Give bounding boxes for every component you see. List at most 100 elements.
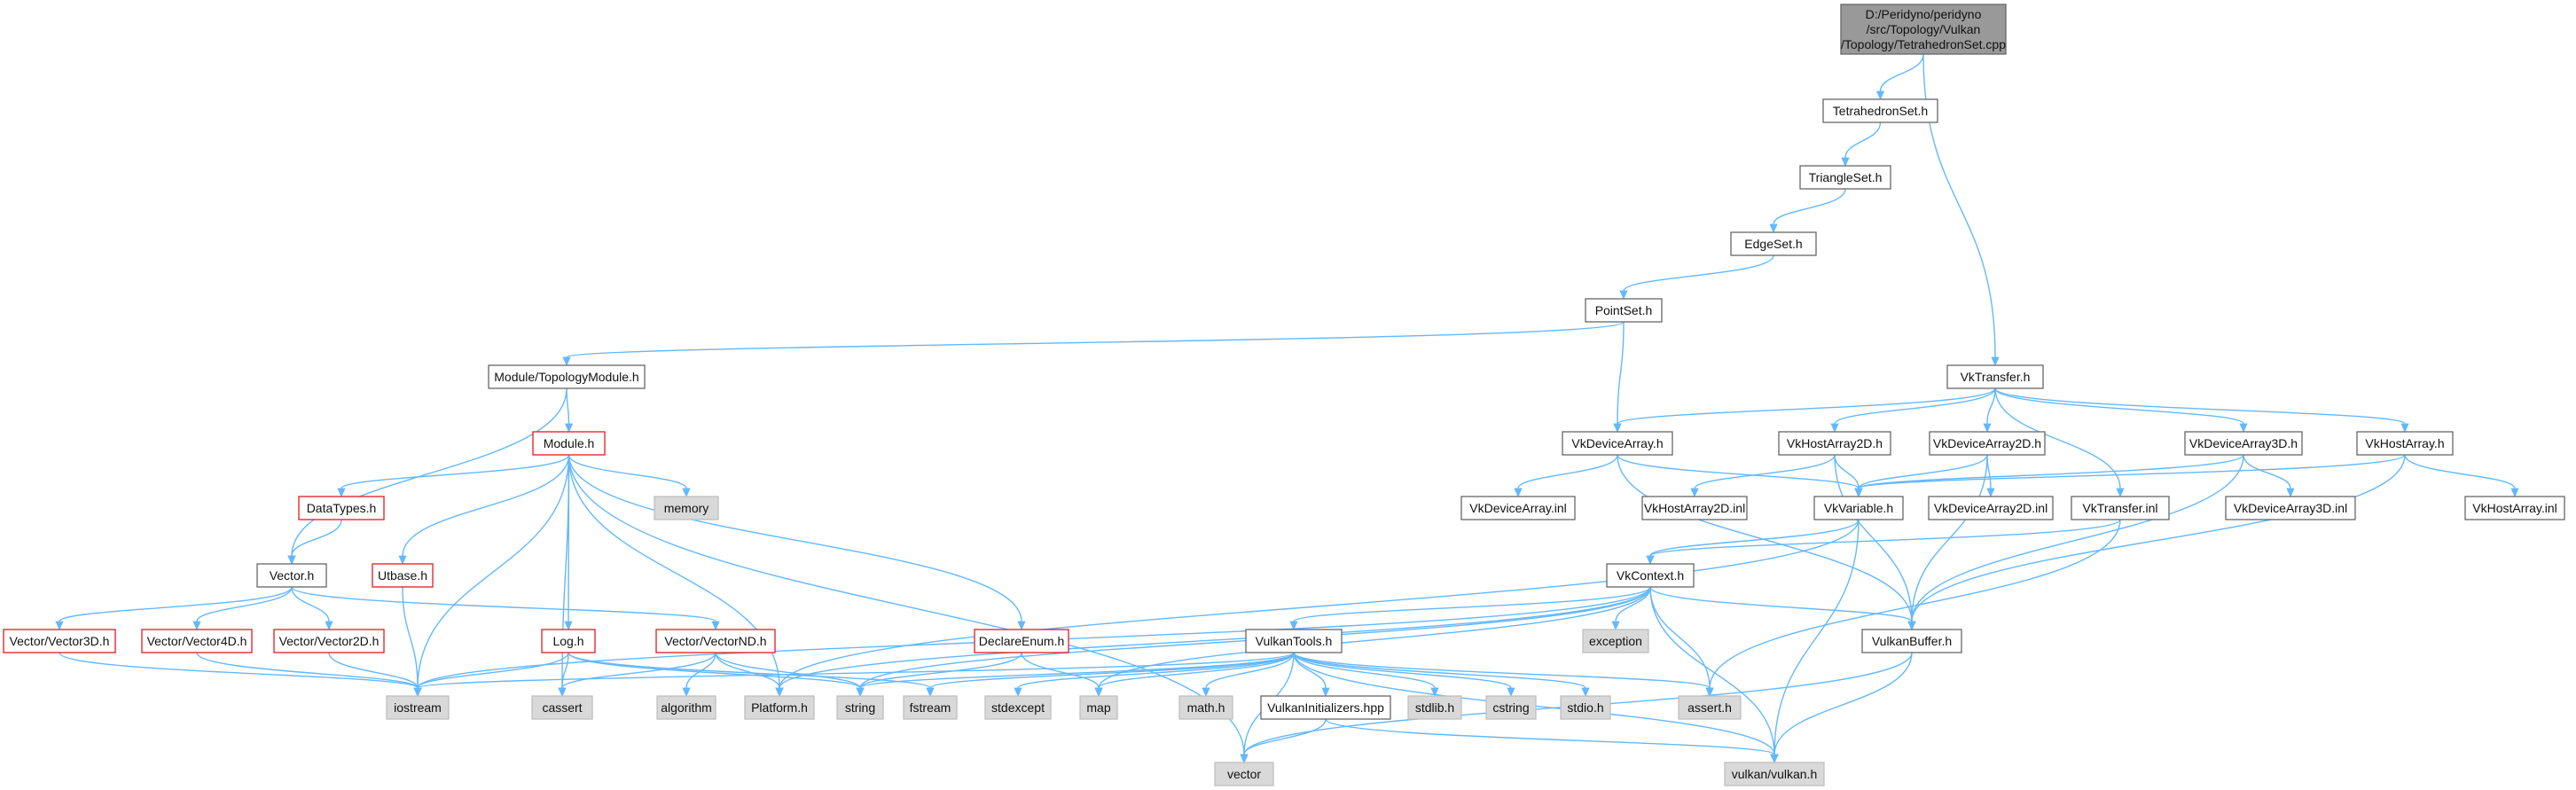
node-box[interactable] bbox=[974, 629, 1069, 653]
node-box[interactable] bbox=[1861, 629, 1962, 653]
node-box[interactable] bbox=[2356, 431, 2454, 456]
node-box[interactable] bbox=[1460, 496, 1576, 520]
node-exception[interactable]: exception bbox=[1582, 629, 1649, 653]
node-vkdevarr2d[interactable]: VkDeviceArray2D.h bbox=[1929, 431, 2046, 456]
node-vkdevarrinl[interactable]: VkDeviceArray.inl bbox=[1460, 496, 1576, 520]
node-vector[interactable]: Vector.h bbox=[256, 563, 327, 588]
node-box[interactable] bbox=[273, 629, 385, 653]
node-fstream[interactable]: fstream bbox=[903, 695, 958, 720]
node-box[interactable] bbox=[1822, 98, 1938, 123]
node-box[interactable] bbox=[1840, 4, 2007, 55]
node-box[interactable] bbox=[654, 496, 719, 520]
node-vkbuffer[interactable]: VulkanBuffer.h bbox=[1861, 629, 1962, 653]
node-box[interactable] bbox=[1606, 563, 1695, 588]
node-box[interactable] bbox=[1407, 695, 1462, 720]
node-vktools[interactable]: VulkanTools.h bbox=[1245, 629, 1343, 653]
node-box[interactable] bbox=[2184, 431, 2303, 456]
node-cstring[interactable]: cstring bbox=[1485, 695, 1537, 720]
node-box[interactable] bbox=[1778, 431, 1891, 456]
node-box[interactable] bbox=[298, 496, 385, 520]
node-algorithm[interactable]: algorithm bbox=[656, 695, 716, 720]
node-stdexcept[interactable]: stdexcept bbox=[984, 695, 1052, 720]
node-vktransferinl[interactable]: VkTransfer.inl bbox=[2071, 496, 2170, 520]
node-box[interactable] bbox=[1214, 762, 1274, 786]
node-box[interactable] bbox=[1260, 695, 1391, 720]
node-vkdevarr2dinl[interactable]: VkDeviceArray2D.inl bbox=[1928, 496, 2054, 520]
node-box[interactable] bbox=[3, 629, 116, 653]
node-box[interactable] bbox=[1724, 762, 1825, 786]
node-vkdevarr3dinl[interactable]: VkDeviceArray3D.inl bbox=[2225, 496, 2356, 520]
node-box[interactable] bbox=[1730, 231, 1817, 256]
node-box[interactable] bbox=[1678, 695, 1742, 720]
node-utbase[interactable]: Utbase.h bbox=[372, 563, 434, 588]
node-box[interactable] bbox=[1641, 496, 1748, 520]
node-box[interactable] bbox=[744, 695, 815, 720]
node-tri[interactable]: TriangleSet.h bbox=[1799, 165, 1891, 190]
node-datatypes[interactable]: DataTypes.h bbox=[298, 496, 385, 520]
node-box[interactable] bbox=[532, 431, 606, 456]
node-module[interactable]: Module.h bbox=[532, 431, 606, 456]
node-box[interactable] bbox=[386, 695, 450, 720]
node-vktransfer[interactable]: VkTransfer.h bbox=[1946, 364, 2044, 389]
node-stdlib[interactable]: stdlib.h bbox=[1407, 695, 1462, 720]
node-vec4d[interactable]: Vector/Vector4D.h bbox=[141, 629, 253, 653]
node-vkhostarr[interactable]: VkHostArray.h bbox=[2356, 431, 2454, 456]
node-box[interactable] bbox=[1799, 165, 1891, 190]
node-box[interactable] bbox=[1929, 431, 2046, 456]
node-point[interactable]: PointSet.h bbox=[1585, 298, 1663, 323]
node-box[interactable] bbox=[1582, 629, 1649, 653]
node-box[interactable] bbox=[2464, 496, 2565, 520]
node-box[interactable] bbox=[2071, 496, 2170, 520]
node-vec2d[interactable]: Vector/Vector2D.h bbox=[273, 629, 385, 653]
node-vkhostarr2dinl[interactable]: VkHostArray2D.inl bbox=[1641, 496, 1748, 520]
node-box[interactable] bbox=[2225, 496, 2356, 520]
node-tetra[interactable]: TetrahedronSet.h bbox=[1822, 98, 1938, 123]
node-vecnd[interactable]: Vector/VectorND.h bbox=[655, 629, 776, 653]
node-vkhostarr2d[interactable]: VkHostArray2D.h bbox=[1778, 431, 1891, 456]
node-string[interactable]: string bbox=[836, 695, 884, 720]
node-vec3d[interactable]: Vector/Vector3D.h bbox=[3, 629, 116, 653]
node-box[interactable] bbox=[1585, 298, 1663, 323]
node-box[interactable] bbox=[1928, 496, 2054, 520]
node-box[interactable] bbox=[655, 629, 776, 653]
node-box[interactable] bbox=[256, 563, 327, 588]
node-box[interactable] bbox=[1946, 364, 2044, 389]
node-asserth[interactable]: assert.h bbox=[1678, 695, 1742, 720]
node-vkdevarr[interactable]: VkDeviceArray.h bbox=[1562, 431, 1673, 456]
node-box[interactable] bbox=[1178, 695, 1233, 720]
node-cassert[interactable]: cassert bbox=[531, 695, 593, 720]
node-vkinit[interactable]: VulkanInitializers.hpp bbox=[1260, 695, 1391, 720]
node-log[interactable]: Log.h bbox=[541, 629, 596, 653]
node-box[interactable] bbox=[531, 695, 593, 720]
node-box[interactable] bbox=[372, 563, 434, 588]
node-box[interactable] bbox=[1485, 695, 1537, 720]
node-box[interactable] bbox=[541, 629, 596, 653]
node-vulkanh[interactable]: vulkan/vulkan.h bbox=[1724, 762, 1825, 786]
node-box[interactable] bbox=[1560, 695, 1611, 720]
node-vkhostarrinl[interactable]: VkHostArray.inl bbox=[2464, 496, 2565, 520]
node-box[interactable] bbox=[903, 695, 958, 720]
node-box[interactable] bbox=[1245, 629, 1343, 653]
node-box[interactable] bbox=[488, 364, 646, 389]
node-topomod[interactable]: Module/TopologyModule.h bbox=[488, 364, 646, 389]
node-vectorstd[interactable]: vector bbox=[1214, 762, 1274, 786]
node-box[interactable] bbox=[984, 695, 1052, 720]
node-vkcontext[interactable]: VkContext.h bbox=[1606, 563, 1695, 588]
node-mathh[interactable]: math.h bbox=[1178, 695, 1233, 720]
node-stdio[interactable]: stdio.h bbox=[1560, 695, 1611, 720]
node-vkvariable[interactable]: VkVariable.h bbox=[1813, 496, 1904, 520]
node-box[interactable] bbox=[1079, 695, 1118, 720]
node-box[interactable] bbox=[836, 695, 884, 720]
node-map[interactable]: map bbox=[1079, 695, 1118, 720]
node-root[interactable]: D:/Peridyno/peridyno/src/Topology/Vulkan… bbox=[1840, 4, 2007, 55]
node-declenum[interactable]: DeclareEnum.h bbox=[974, 629, 1069, 653]
node-box[interactable] bbox=[141, 629, 253, 653]
node-box[interactable] bbox=[1562, 431, 1673, 456]
node-platform[interactable]: Platform.h bbox=[744, 695, 815, 720]
node-vkdevarr3d[interactable]: VkDeviceArray3D.h bbox=[2184, 431, 2303, 456]
node-box[interactable] bbox=[656, 695, 716, 720]
node-memory[interactable]: memory bbox=[654, 496, 719, 520]
node-edge[interactable]: EdgeSet.h bbox=[1730, 231, 1817, 256]
node-iostream[interactable]: iostream bbox=[386, 695, 450, 720]
node-box[interactable] bbox=[1813, 496, 1904, 520]
